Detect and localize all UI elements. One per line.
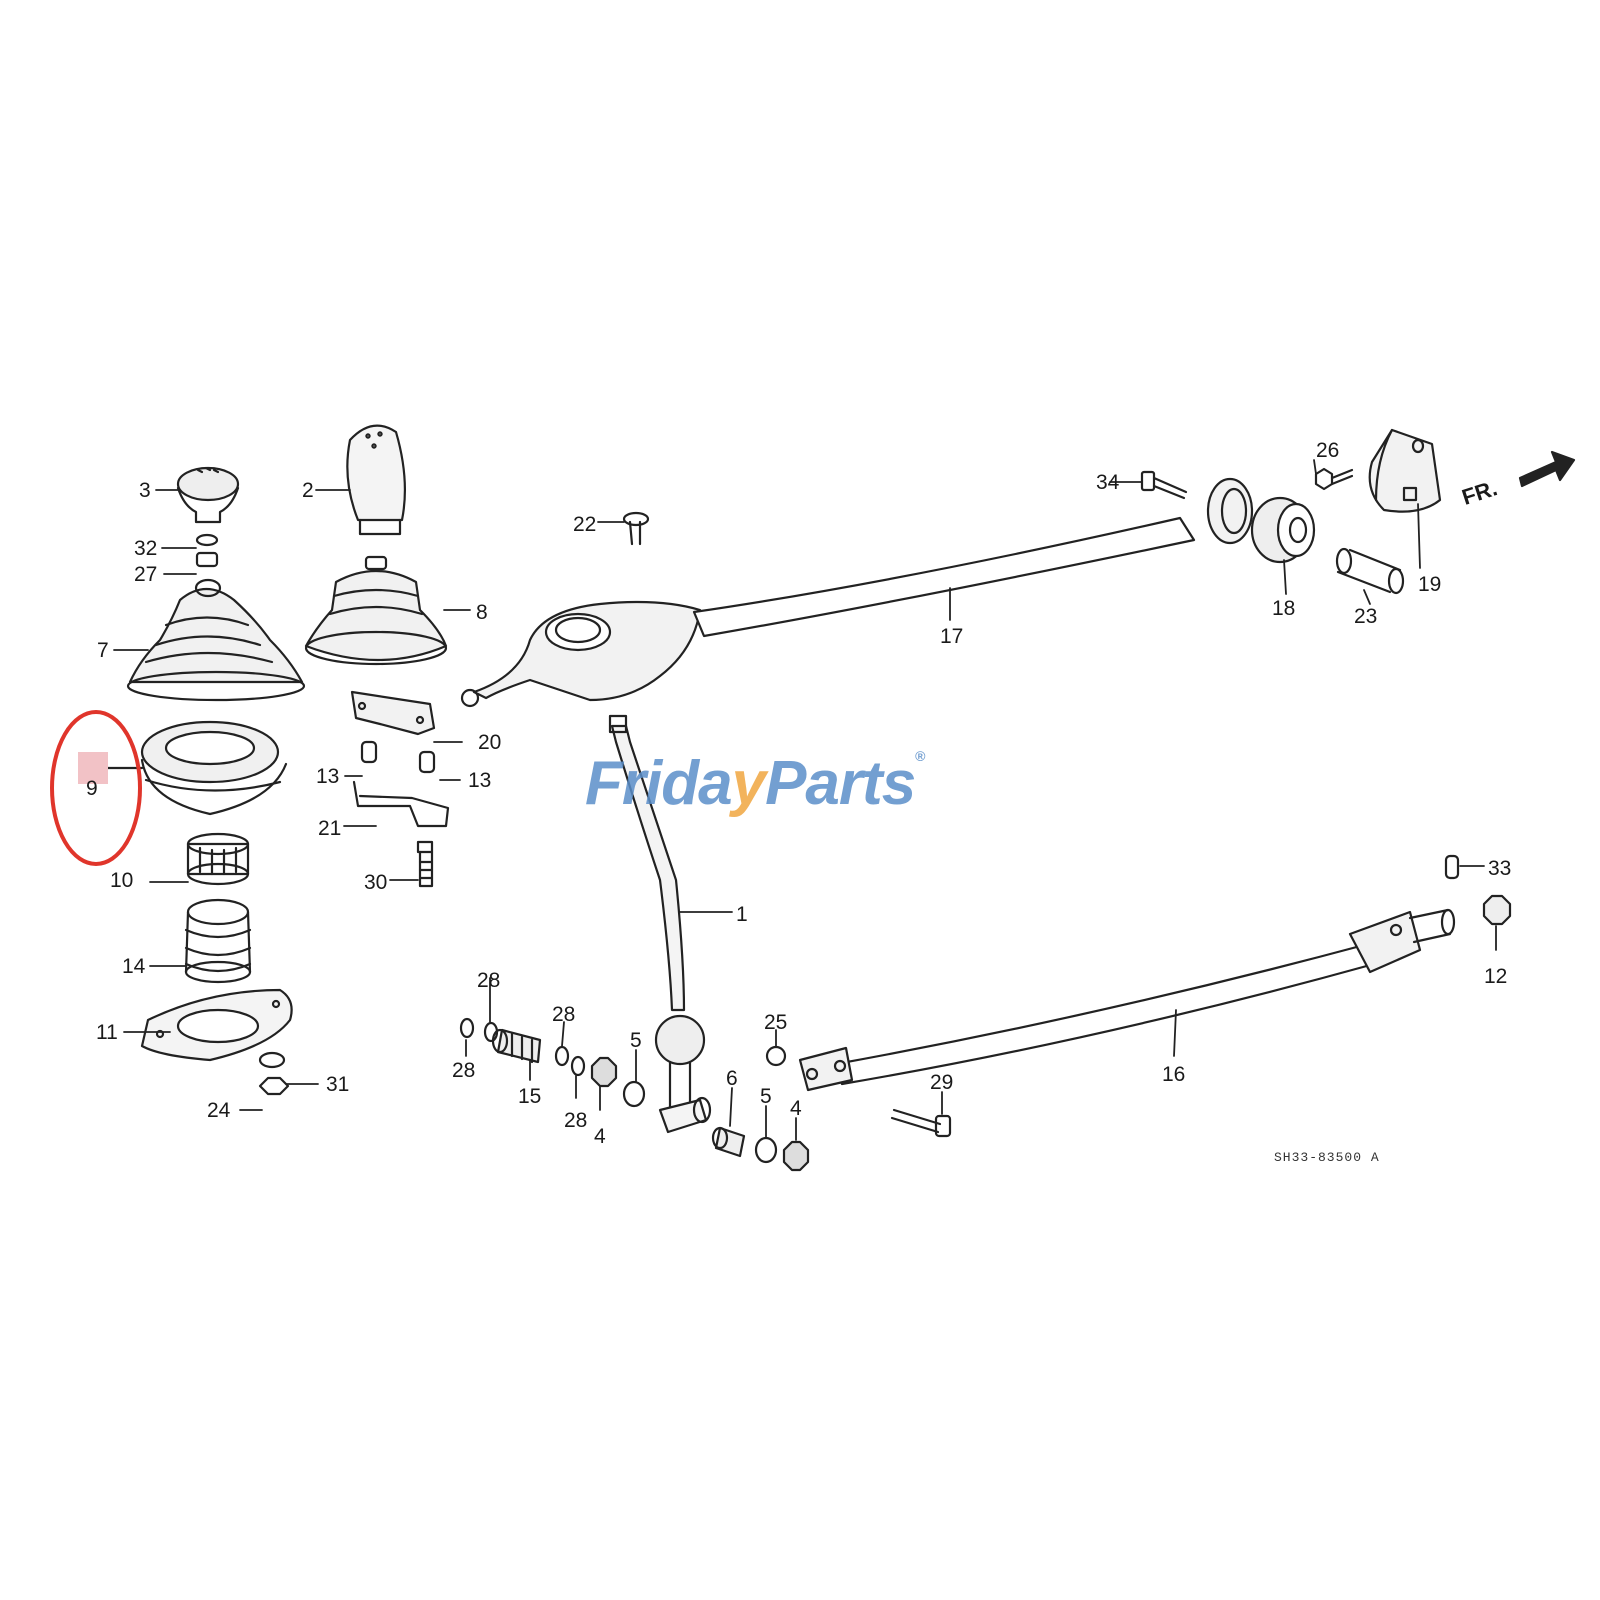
watermark-registered-mark: ® [915,748,925,764]
part-5-washer-a [622,1080,646,1108]
label-part-23: 23 [1354,605,1378,628]
label-part-13-left: 13 [316,765,340,788]
label-part-20: 20 [478,731,502,754]
label-part-31: 31 [326,1073,350,1096]
label-part-16: 16 [1162,1063,1186,1086]
watermark-logo: FridayParts® [585,748,926,819]
part-9-boot-ring [140,720,288,816]
label-part-8: 8 [476,601,488,624]
label-part-6: 6 [726,1067,738,1090]
part-32-washer [195,533,219,547]
label-part-28-mid: 28 [552,1003,576,1026]
part-31-washer [258,1051,286,1069]
label-part-4-left: 4 [594,1125,606,1148]
label-part-22: 22 [573,513,597,536]
label-part-12: 12 [1484,965,1508,988]
part-12-nut [1482,894,1512,926]
part-9-label-highlight [78,752,108,784]
label-part-4-right: 4 [790,1097,802,1120]
label-part-27: 27 [134,563,158,586]
part-29-bolt [890,1108,952,1138]
label-part-13-right: 13 [468,769,492,792]
label-part-30: 30 [364,871,388,894]
part-34-bolt [1140,470,1188,500]
watermark-text-3: Parts [765,749,916,818]
part-28-seal-c [554,1045,570,1067]
label-part-32: 32 [134,537,158,560]
label-part-9: 9 [86,777,98,800]
label-part-33: 33 [1488,857,1512,880]
part-28-seal-a [459,1017,475,1039]
part-28-seal-d [570,1055,586,1077]
part-1-shift-lever [608,714,712,1134]
part-25-cap [765,1045,787,1067]
part-15-pivot [491,1028,542,1064]
label-part-34: 34 [1096,471,1120,494]
part-21-bracket [352,780,450,828]
label-part-5-right: 5 [760,1085,772,1108]
part-8-shift-boot [304,555,448,666]
label-part-29: 29 [930,1071,954,1094]
label-part-15: 15 [518,1085,542,1108]
label-part-24: 24 [207,1099,231,1122]
label-part-26: 26 [1316,439,1340,462]
label-part-3: 3 [139,479,151,502]
part-5-washer-b [754,1136,778,1164]
label-part-1: 1 [736,903,748,926]
part-24-nut [258,1076,290,1096]
label-part-25: 25 [764,1011,788,1034]
part-33-pin [1444,854,1460,880]
label-part-5-left: 5 [630,1029,642,1052]
label-part-10: 10 [110,869,134,892]
part-13-bushing-right [418,750,436,774]
part-10-bushing [186,832,250,886]
label-part-18: 18 [1272,597,1296,620]
label-part-28-left: 28 [452,1059,476,1082]
label-part-28-bottom: 28 [564,1109,588,1132]
front-arrow-icon [1518,450,1576,488]
part-16-shift-rod [798,908,1456,1092]
part-11-base-plate [140,988,293,1062]
label-part-17: 17 [940,625,964,648]
part-22-bolt [622,511,650,546]
part-4-nut-b [782,1140,810,1172]
part-3-shift-knob [176,466,240,524]
label-part-28-top: 28 [477,969,501,992]
part-17-extension-rod [460,516,1196,708]
part-6-bushing [711,1126,746,1158]
part-7-shift-boot [126,578,306,702]
part-18-bushing [1250,496,1316,564]
watermark-text-2: y [731,749,766,818]
part-13-bushing-left [360,740,378,764]
label-part-14: 14 [122,955,146,978]
part-27-nut [195,551,219,568]
label-part-19: 19 [1418,573,1442,596]
label-part-7: 7 [97,639,109,662]
label-part-21: 21 [318,817,342,840]
part-19-bracket [1368,428,1442,513]
part-23-pin [1335,547,1405,595]
watermark-text-1: Frida [585,749,733,818]
part-4-nut-a [590,1056,618,1088]
part-2-shift-knob [346,424,406,536]
diagram-code: SH33-83500 A [1274,1150,1380,1165]
part-14-bellows [184,898,252,984]
part-20-bracket [350,690,436,736]
part-30-bolt [416,840,434,888]
part-26-bolt [1314,467,1354,491]
label-part-2: 2 [302,479,314,502]
label-part-11: 11 [96,1021,118,1044]
highlight-circle [50,710,142,866]
